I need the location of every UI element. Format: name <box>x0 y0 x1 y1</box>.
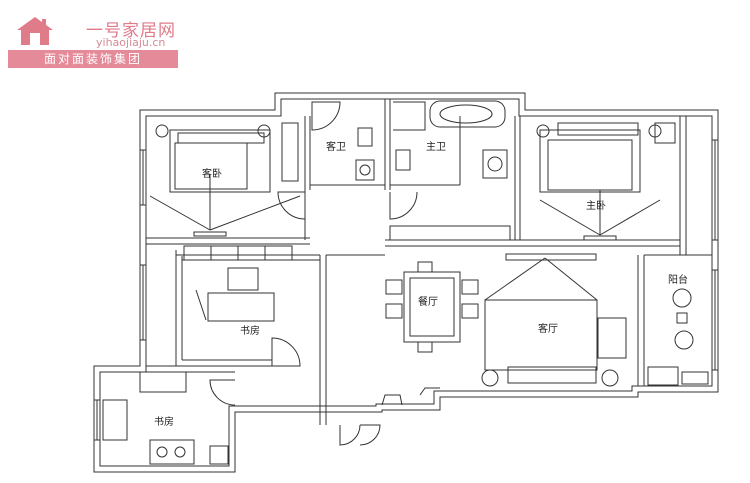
label-study-small: 书房 <box>154 415 174 428</box>
brand-logo: 一号家居网 yihaojiaju.cn 面对面装饰集团 <box>0 0 190 70</box>
wardrobes <box>183 225 511 261</box>
slogan-text: 面对面装饰集团 <box>43 52 142 66</box>
outer-walls <box>93 92 719 473</box>
label-master-bath: 主卫 <box>426 141 446 153</box>
label-balcony: 阳台 <box>668 273 688 286</box>
living-room-furniture <box>481 253 627 387</box>
doors <box>209 191 440 446</box>
master-bath-fixtures <box>393 100 508 179</box>
brand-name: 一号家居网 <box>86 21 176 41</box>
label-guest-bath: 客卫 <box>326 140 346 153</box>
guest-bath-fixtures <box>311 101 375 181</box>
small-study-furniture <box>102 371 229 465</box>
label-guest-bedroom: 客卧 <box>202 167 222 180</box>
slogan-banner: 面对面装饰集团 <box>8 50 178 68</box>
guest-bed <box>149 122 301 237</box>
label-study-main: 书房 <box>240 324 260 337</box>
windows <box>94 92 718 441</box>
house-logo-icon <box>17 17 53 45</box>
label-master-bedroom: 主卧 <box>586 199 606 212</box>
study-desk <box>195 267 275 322</box>
balcony-furniture <box>647 288 709 386</box>
label-living: 客厅 <box>538 322 558 335</box>
master-bed <box>536 122 676 241</box>
label-dining: 餐厅 <box>418 295 438 308</box>
brand-url: yihaojiaju.cn <box>96 36 166 49</box>
dining-table <box>385 261 479 353</box>
